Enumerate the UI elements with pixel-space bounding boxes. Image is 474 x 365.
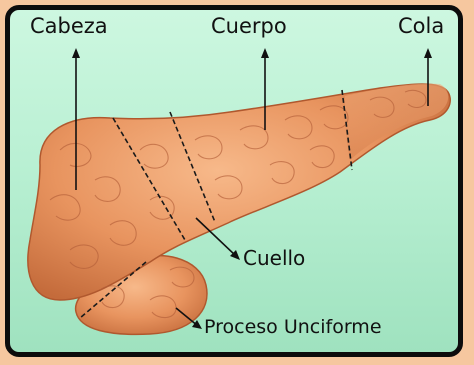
tail-shape	[345, 84, 448, 160]
head-label: Cabeza	[30, 16, 108, 37]
neck-label: Cuello	[243, 248, 305, 268]
body-pointer-arrowhead	[261, 48, 269, 58]
body-label: Cuerpo	[211, 16, 287, 37]
uncinate-process-label: Proceso Unciforme	[204, 318, 382, 337]
tail-label: Cola	[398, 16, 444, 37]
tail-pointer-arrowhead	[424, 48, 432, 58]
head-pointer-arrowhead	[72, 48, 80, 58]
